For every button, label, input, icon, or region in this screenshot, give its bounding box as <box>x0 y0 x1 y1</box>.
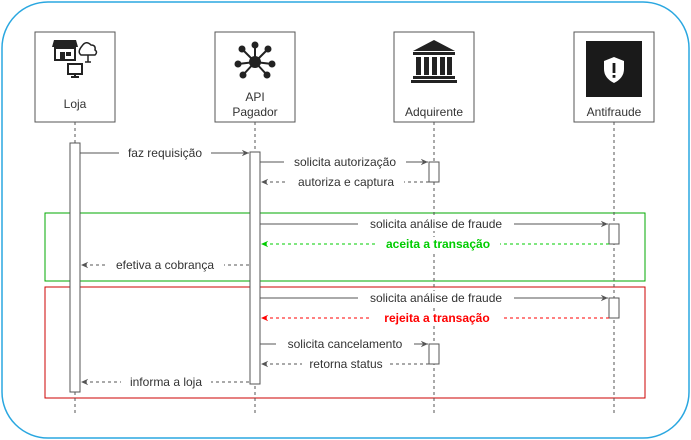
participant-label-api-line2: Pagador <box>232 105 277 119</box>
activation-loja <box>69 142 81 393</box>
activation-adquirente-1 <box>428 161 440 183</box>
participant-api: API Pagador <box>214 31 296 123</box>
message-label-retorna-status: retorna status <box>309 357 382 371</box>
participant-loja: Loja <box>34 31 116 123</box>
activation-adquirente-2 <box>428 343 440 365</box>
participant-adquirente: Adquirente <box>393 31 475 123</box>
participant-label-adquirente: Adquirente <box>405 105 463 119</box>
messages: faz requisição solicita autorização auto… <box>80 146 609 389</box>
reject-frame <box>44 286 646 399</box>
participant-label-api-line1: API <box>245 90 264 104</box>
participant-antifraude: Antifraude <box>573 31 655 123</box>
participant-label-antifraude: Antifraude <box>587 105 642 119</box>
message-label-efetiva-cobranca: efetiva a cobrança <box>116 258 214 272</box>
message-label-solicita-autorizacao: solicita autorização <box>294 155 396 169</box>
activation-antifraude-2 <box>608 297 620 319</box>
message-label-faz-requisicao: faz requisição <box>128 146 202 160</box>
activation-antifraude-1 <box>608 223 620 245</box>
network-hub-icon <box>234 41 276 79</box>
message-label-rejeita-transacao: rejeita a transação <box>384 311 489 325</box>
accept-frame <box>44 212 646 282</box>
message-label-autoriza-e-captura: autoriza e captura <box>298 175 394 189</box>
message-label-solicita-cancelamento: solicita cancelamento <box>288 337 403 351</box>
activation-bars <box>69 142 620 393</box>
message-label-informa-loja: informa a loja <box>130 375 202 389</box>
shield-alert-icon <box>586 41 642 97</box>
store-icon <box>52 40 98 78</box>
message-label-aceita-transacao: aceita a transação <box>386 237 490 251</box>
bank-icon <box>411 40 457 83</box>
message-label-solicita-analise-2: solicita análise de fraude <box>370 291 502 305</box>
message-label-solicita-analise-1: solicita análise de fraude <box>370 217 502 231</box>
activation-api <box>249 151 261 385</box>
participant-label-loja: Loja <box>64 97 87 111</box>
